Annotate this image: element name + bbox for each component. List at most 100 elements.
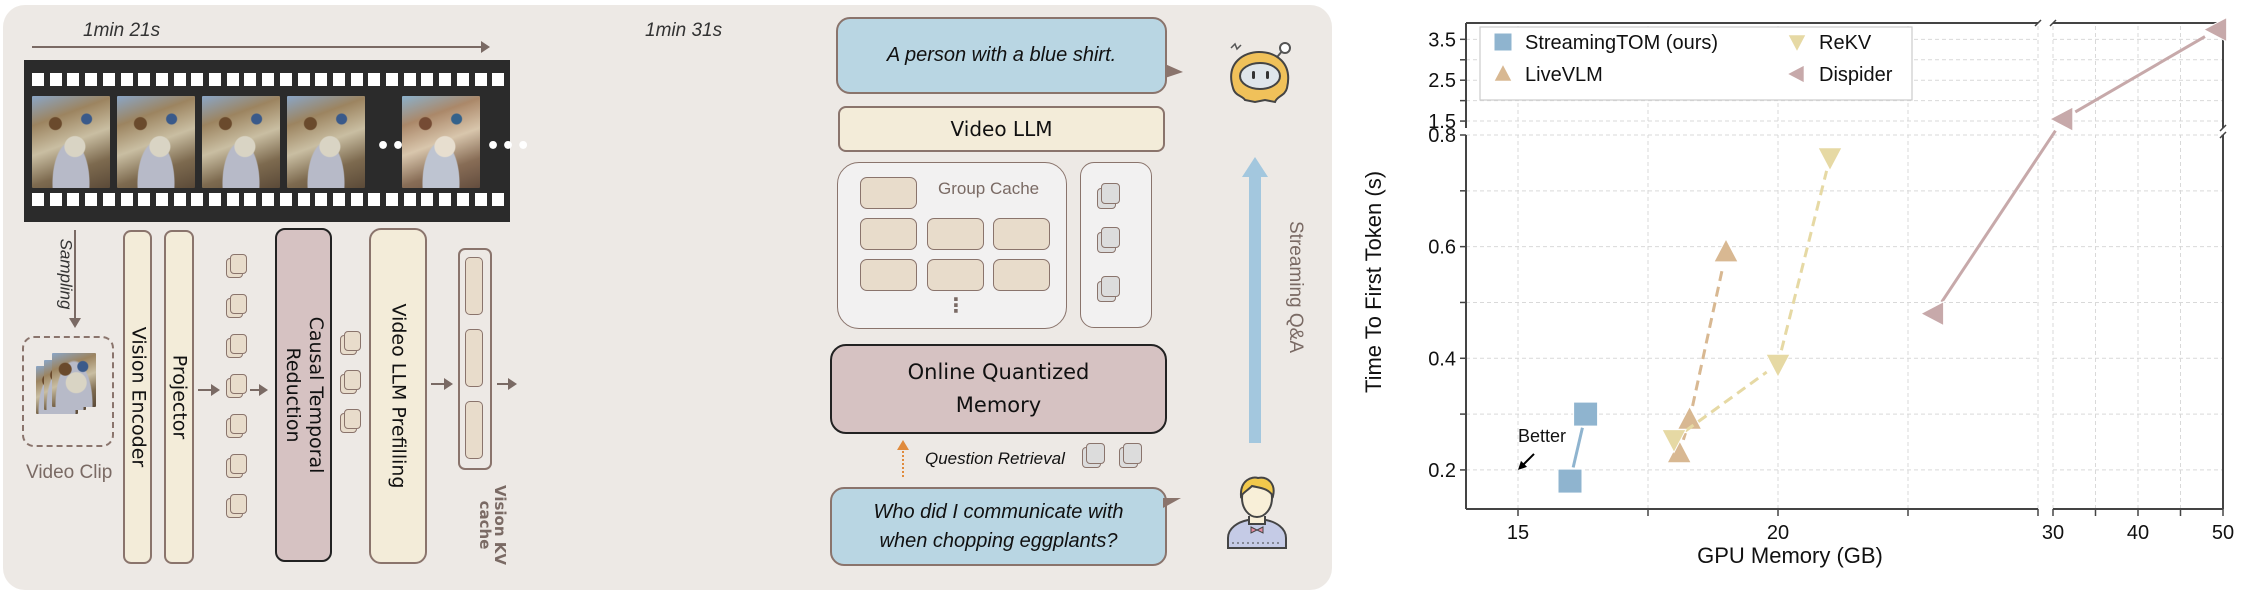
- answer-text: A person with a blue shirt.: [886, 44, 1117, 66]
- film-sprocket-hole: [492, 73, 505, 86]
- y-tick-label: 1.5: [1428, 111, 1456, 133]
- quantized-token: [1101, 183, 1120, 204]
- question-bubble: Who did I communicate with when chopping…: [830, 487, 1167, 566]
- film-sprocket-hole: [474, 73, 487, 86]
- film-sprocket-hole: [120, 193, 133, 206]
- film-sprocket-hole: [368, 73, 381, 86]
- data-point: [1676, 405, 1703, 430]
- group-cache-ellipsis: ⋮: [946, 293, 966, 317]
- film-sprocket-hole: [49, 193, 62, 206]
- quantized-token-box: [1080, 162, 1152, 328]
- film-sprocket-hole: [386, 73, 398, 86]
- data-point: [1919, 300, 1945, 327]
- streaming-arrow: [1249, 175, 1261, 443]
- legend-marker: [1786, 64, 1805, 84]
- film-sprocket-hole: [102, 73, 115, 86]
- quantized-token: [1101, 276, 1120, 297]
- better-annotation: Better: [1518, 426, 1566, 446]
- timeline-start-label: 1min 21s: [83, 20, 161, 41]
- film-sprocket-hole: [456, 73, 469, 86]
- film-sprocket-hole: [368, 193, 381, 206]
- robot-icon: [1230, 42, 1291, 104]
- projector-block: Projector: [164, 230, 194, 564]
- y-tick-label: 2.5: [1428, 70, 1456, 92]
- film-sprocket-hole: [421, 193, 434, 206]
- film-sprocket-hole: [244, 193, 257, 206]
- legend-label: Dispider: [1819, 64, 1893, 86]
- film-sprocket-hole: [120, 73, 133, 86]
- data-point: [1573, 401, 1599, 427]
- data-point: [1557, 468, 1583, 494]
- film-sprocket-hole: [350, 193, 363, 206]
- answer-bubble: A person with a blue shirt.: [836, 17, 1167, 94]
- token: [344, 409, 361, 429]
- frames-ellipsis: •••: [486, 134, 532, 159]
- data-point: [2202, 16, 2228, 43]
- data-point: [1713, 237, 1739, 263]
- y-axis-label: Time To First Token (s): [1361, 171, 1386, 393]
- y-tick-label: 0.4: [1428, 348, 1456, 370]
- data-point: [1817, 147, 1843, 172]
- video-filmstrip: ••• •••: [24, 60, 530, 222]
- series-line: [1691, 265, 1725, 407]
- question-text: Who did I communicate with when chopping…: [873, 500, 1124, 552]
- group-cache-cell: [993, 259, 1050, 291]
- y-tick-label: 0.6: [1428, 237, 1456, 259]
- legend-marker: [1493, 32, 1513, 52]
- film-sprocket-hole: [138, 73, 151, 86]
- film-sprocket-hole: [49, 73, 62, 86]
- x-tick-label: 15: [1507, 522, 1529, 544]
- series-line: [1684, 370, 1768, 433]
- sampling-arrow: [74, 230, 76, 320]
- film-sprocket-hole: [209, 73, 221, 86]
- film-sprocket-hole: [226, 73, 239, 86]
- token: [230, 414, 247, 434]
- token: [230, 254, 247, 274]
- data-point: [1765, 353, 1791, 379]
- film-sprocket-hole: [403, 73, 416, 86]
- question-retrieval-label: Question Retrieval: [925, 449, 1065, 468]
- film-sprocket-hole: [439, 193, 452, 206]
- axis-break-mark: [2034, 19, 2042, 27]
- film-sprocket-hole: [191, 73, 204, 86]
- token: [230, 494, 247, 514]
- film-sprocket-hole: [421, 73, 434, 86]
- group-cache-cell: [860, 259, 917, 291]
- film-sprocket-hole: [456, 193, 469, 206]
- series-livevlm: [1666, 237, 1739, 464]
- series-rekv: [1661, 147, 1843, 454]
- film-sprocket-hole: [279, 193, 292, 206]
- group-cache-label: Group Cache: [938, 179, 1040, 198]
- video-llm-block: Video LLM: [838, 106, 1165, 152]
- film-sprocket-hole: [67, 193, 80, 206]
- flow-arrow: [250, 384, 268, 396]
- film-sprocket-hole: [262, 73, 275, 86]
- group-cache-cell: [993, 218, 1050, 250]
- film-sprocket-hole: [439, 73, 452, 86]
- film-sprocket-hole: [403, 193, 416, 206]
- online-quantized-memory-block: Online Quantized Memory: [830, 344, 1167, 434]
- x-axis-label: GPU Memory (GB): [1697, 543, 1883, 568]
- video-frame: [117, 96, 195, 188]
- quantized-token: [1101, 227, 1120, 248]
- token: [230, 454, 247, 474]
- film-sprocket-hole: [244, 73, 257, 86]
- film-sprocket-hole: [297, 73, 310, 86]
- series-layer: [1557, 16, 2228, 494]
- video-frame: [287, 96, 365, 188]
- film-sprocket-hole: [191, 193, 204, 206]
- answer-bubble-tail: [1165, 64, 1183, 78]
- film-sprocket-hole: [67, 73, 80, 86]
- film-sprocket-hole: [315, 73, 328, 86]
- group-cache-box: Group Cache ⋮: [837, 162, 1067, 329]
- sampling-arrowhead: [69, 318, 81, 328]
- film-sprocket-hole: [138, 193, 151, 206]
- vision-encoder-block: Vision Encoder: [123, 230, 152, 564]
- timeline-arrow: [32, 41, 490, 53]
- film-sprocket-hole: [315, 193, 328, 206]
- video-clip-box: [22, 336, 114, 447]
- clip-frame: [52, 353, 96, 407]
- group-cache-cell: [927, 218, 984, 250]
- group-cache-cell: [927, 259, 984, 291]
